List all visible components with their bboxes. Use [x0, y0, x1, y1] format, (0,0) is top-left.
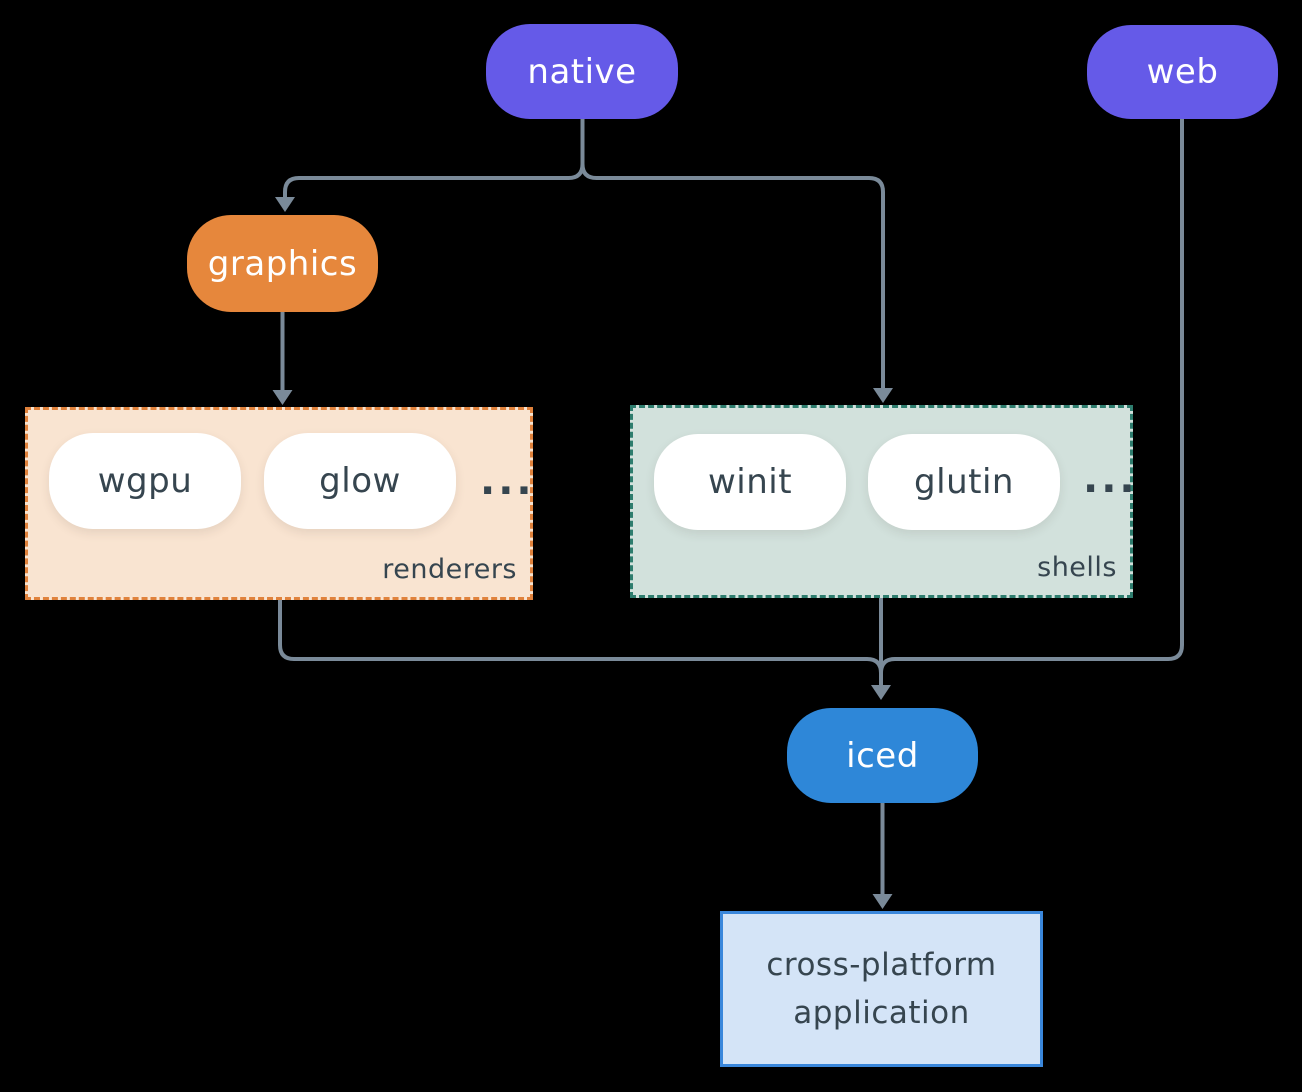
- pill-glutin: glutin: [868, 434, 1060, 530]
- app-label-line1: cross-platform: [766, 947, 997, 983]
- pill-wgpu: wgpu: [49, 433, 241, 529]
- arrowhead-renderers: [272, 390, 293, 405]
- node-graphics-label: graphics: [207, 243, 358, 284]
- arrowhead-graphics: [275, 197, 295, 212]
- node-iced: iced: [787, 708, 978, 803]
- arrowhead-app: [872, 894, 893, 909]
- pill-glow-label: glow: [319, 461, 401, 501]
- edge-native-shells: [580, 119, 885, 389]
- node-cross-platform-application: cross-platform application: [720, 911, 1043, 1067]
- pill-glutin-label: glutin: [914, 462, 1014, 502]
- node-iced-label: iced: [846, 735, 919, 776]
- arrowhead-shells: [873, 388, 893, 403]
- node-native-label: native: [527, 51, 637, 92]
- arrowhead-iced: [871, 685, 891, 700]
- pill-winit-label: winit: [707, 462, 793, 502]
- node-native: native: [486, 24, 678, 119]
- renderers-more-ellipsis: ...: [480, 458, 535, 504]
- group-shells: winit glutin ... shells: [630, 405, 1135, 598]
- node-web: web: [1087, 25, 1278, 119]
- group-renderers: wgpu glow ... renderers: [25, 407, 533, 600]
- shells-more-ellipsis: ...: [1083, 456, 1138, 502]
- pill-winit: winit: [654, 434, 846, 530]
- node-web-label: web: [1146, 52, 1219, 92]
- group-renderers-label: renderers: [382, 554, 517, 585]
- edge-renderers-iced: [278, 600, 883, 674]
- group-shells-label: shells: [1037, 552, 1117, 583]
- app-label-line2: application: [793, 995, 970, 1031]
- pill-wgpu-label: wgpu: [97, 461, 193, 501]
- node-graphics: graphics: [187, 215, 378, 312]
- edge-native-graphics: [283, 119, 585, 198]
- pill-glow: glow: [264, 433, 456, 529]
